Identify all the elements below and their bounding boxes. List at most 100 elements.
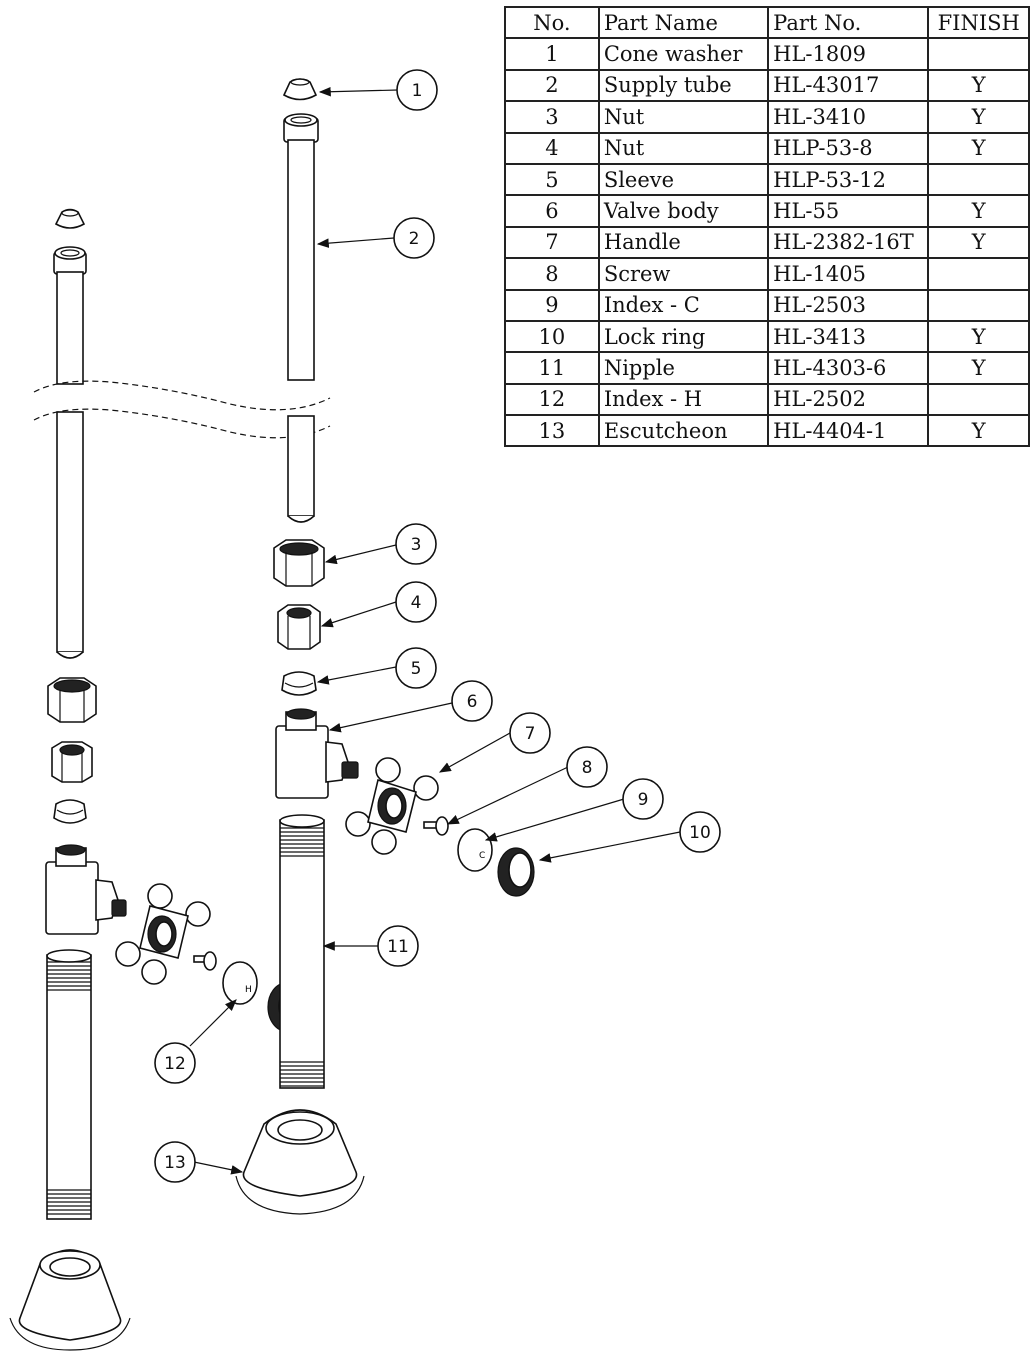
callout-11: 11: [377, 925, 419, 967]
cell-part-name: Nut: [597, 131, 770, 165]
index-c-part: C: [457, 828, 493, 872]
cell-no: 6: [504, 194, 600, 228]
cell-part-name: Sleeve: [597, 162, 770, 197]
header-part-name: Part Name: [597, 5, 770, 40]
left-assembly: H: [9, 208, 331, 1351]
cell-part-no: HL-2382-16T: [767, 225, 930, 260]
cell-no: 5: [504, 162, 600, 197]
cell-part-no: HL-43017: [767, 68, 930, 103]
header-part-no: Part No.: [767, 5, 930, 40]
cell-finish: Y: [927, 194, 1030, 228]
cell-part-name: Screw: [597, 257, 770, 291]
lock-ring-part: [497, 847, 535, 897]
cell-part-no: HL-55: [767, 194, 930, 228]
cell-part-no: HL-1405: [767, 257, 930, 291]
cell-part-no: HL-3413: [767, 319, 930, 354]
cell-finish: Y: [927, 131, 1030, 165]
cell-finish: [927, 288, 1030, 322]
callout-9-label: 9: [638, 790, 649, 810]
header-no: No.: [504, 5, 600, 40]
cell-finish: Y: [927, 68, 1030, 103]
cell-no: 3: [504, 100, 600, 134]
table-header-row: No. Part Name Part No. FINISH: [504, 5, 1030, 40]
cell-part-name: Nut: [597, 100, 770, 134]
cell-part-no: HL-1809: [767, 37, 930, 71]
cell-part-name: Lock ring: [597, 319, 770, 354]
cell-part-name: Cone washer: [597, 37, 770, 71]
cell-no: 8: [504, 257, 600, 291]
cell-no: 11: [504, 351, 600, 385]
callout-5: 5: [395, 647, 437, 689]
callout-3: 3: [395, 523, 437, 565]
callout-6: 6: [451, 680, 493, 722]
nipple-part: [279, 814, 325, 1089]
callout-9: 9: [622, 778, 664, 820]
cell-no: 1: [504, 37, 600, 71]
callout-10-label: 10: [689, 823, 711, 843]
callout-2-label: 2: [409, 229, 420, 249]
cell-part-no: HL-4303-6: [767, 351, 930, 385]
cell-part-name: Escutcheon: [597, 414, 770, 448]
left-sleeve: [53, 799, 87, 824]
callout-7: 7: [509, 712, 551, 754]
left-escutcheon: [9, 1249, 131, 1351]
handle-part: [345, 757, 439, 855]
left-handle: [115, 883, 211, 985]
right-assembly: C: [235, 78, 535, 1215]
cell-finish: [927, 257, 1030, 291]
header-finish: FINISH: [927, 5, 1030, 40]
cell-finish: Y: [927, 414, 1030, 448]
callout-6-label: 6: [467, 692, 478, 712]
escutcheon-part: [235, 1109, 365, 1215]
callout-13: 13: [154, 1141, 196, 1183]
index-c-mark: C: [479, 851, 485, 861]
cell-part-name: Handle: [597, 225, 770, 260]
cell-part-no: HL-3410: [767, 100, 930, 134]
callout-8-label: 8: [582, 758, 593, 778]
cell-part-name: Supply tube: [597, 68, 770, 103]
callout-2: 2: [393, 217, 435, 259]
cell-no: 7: [504, 225, 600, 260]
cell-no: 9: [504, 288, 600, 322]
cell-part-no: HLP-53-8: [767, 131, 930, 165]
cell-no: 10: [504, 319, 600, 354]
left-nut-small: [51, 741, 93, 783]
callout-8: 8: [566, 746, 608, 788]
callout-12: 12: [154, 1042, 196, 1084]
cell-part-no: HL-2503: [767, 288, 930, 322]
cell-finish: Y: [927, 225, 1030, 260]
cell-finish: Y: [927, 100, 1030, 134]
left-screw: [193, 951, 217, 971]
cell-part-no: HL-2502: [767, 382, 930, 417]
nipple-thread-bottom: [280, 1061, 324, 1087]
callout-10: 10: [679, 811, 721, 853]
cell-no: 12: [504, 382, 600, 417]
callout-7-label: 7: [525, 724, 536, 744]
cell-finish: [927, 162, 1030, 197]
callout-bubbles: 1 2 3 4 5 6 7 8 9 10 11 12 13: [154, 69, 721, 1183]
cell-finish: Y: [927, 319, 1030, 354]
cell-part-name: Valve body: [597, 194, 770, 228]
callout-12-label: 12: [164, 1054, 186, 1074]
cell-no: 13: [504, 414, 600, 448]
left-supply-tube: [53, 246, 87, 659]
callout-leaders: [189, 86, 681, 1175]
callout-1: 1: [396, 69, 438, 111]
left-index-h: H: [222, 961, 258, 1005]
cell-finish: Y: [927, 351, 1030, 385]
callout-4: 4: [395, 581, 437, 623]
index-h-mark: H: [245, 985, 252, 995]
